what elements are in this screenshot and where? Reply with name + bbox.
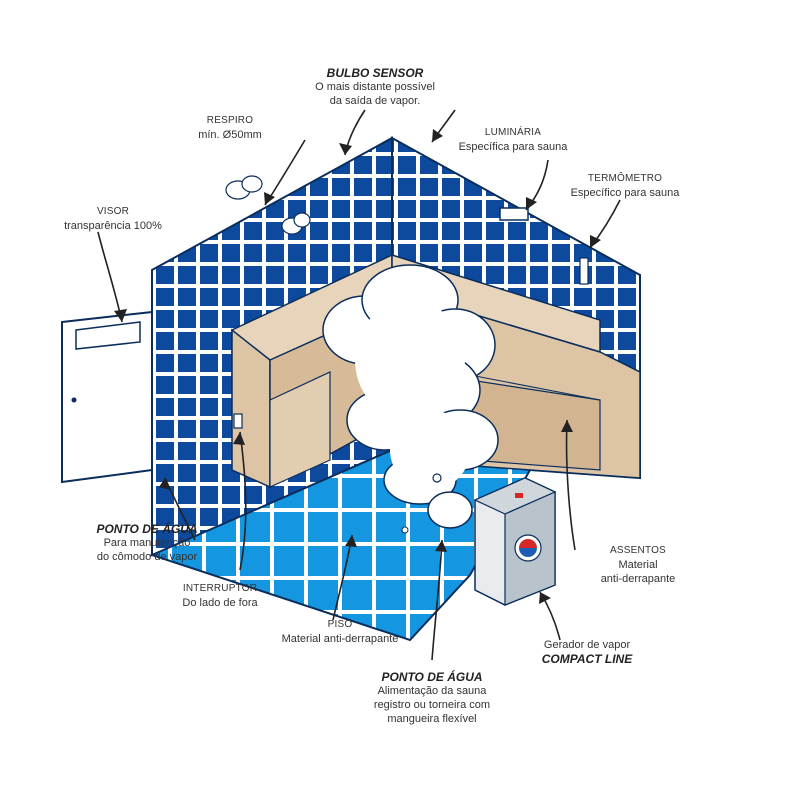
- leader-arrowheads: [114, 129, 601, 604]
- label-interruptor: INTERRUPTOR Do lado de fora: [160, 582, 280, 610]
- label-assentos: ASSENTOS Material anti-derrapante: [588, 544, 688, 586]
- bulbo-sensor-line1: O mais distante possível: [315, 81, 435, 93]
- termometro-title: TERMÔMETRO: [587, 173, 663, 184]
- respiro-title: RESPIRO: [206, 115, 254, 126]
- respiro-puff-icon: [225, 175, 311, 235]
- assentos-title: ASSENTOS: [610, 545, 666, 556]
- luminaria-line1: Específica para sauna: [458, 141, 568, 153]
- piso-line1: Material anti-derrapante: [281, 633, 399, 645]
- piso-title: PISO: [327, 619, 353, 630]
- label-respiro: RESPIRO mín. Ø50mm: [175, 114, 285, 142]
- ponto-agua-2-line2: registro ou torneira com: [373, 699, 491, 711]
- switch-icon: [233, 413, 243, 429]
- assentos-line2: anti-derrapante: [600, 573, 676, 585]
- ponto-agua-1-line1: Para manutenção: [103, 537, 191, 549]
- light-fixture-icon: [499, 207, 529, 221]
- water-point-icon: [401, 526, 409, 534]
- interruptor-title: INTERRUPTOR: [182, 583, 258, 594]
- respiro-line1: mín. Ø50mm: [198, 129, 262, 141]
- ponto-agua-1-title: PONTO DE ÁGUA: [96, 522, 198, 536]
- label-visor: VISOR transparência 100%: [48, 205, 178, 233]
- visor-line1: transparência 100%: [64, 220, 162, 232]
- termometro-line1: Específico para sauna: [570, 187, 680, 199]
- label-luminaria: LUMINÁRIA Específica para sauna: [448, 126, 578, 154]
- luminaria-title: LUMINÁRIA: [484, 127, 542, 138]
- visor-title: VISOR: [96, 206, 130, 217]
- bulbo-sensor-line2: da saída de vapor.: [329, 95, 421, 107]
- label-gerador-vapor: Gerador de vapor COMPACT LINE: [522, 638, 652, 666]
- assentos-line1: Material: [618, 559, 658, 571]
- label-bulbo-sensor: BULBO SENSOR O mais distante possível da…: [300, 66, 450, 108]
- water-outlet-icon: [432, 473, 442, 483]
- interruptor-line1: Do lado de fora: [182, 597, 258, 609]
- gerador-line1: Gerador de vapor: [543, 639, 631, 651]
- thermometer-icon: [579, 257, 589, 285]
- label-ponto-agua-manutencao: PONTO DE ÁGUA Para manutenção do cômodo …: [72, 522, 222, 564]
- label-piso: PISO Material anti-derrapante: [270, 618, 410, 646]
- ponto-agua-2-line1: Alimentação da sauna: [377, 685, 487, 697]
- ponto-agua-1-line2: do cômodo de vapor: [96, 551, 198, 563]
- ponto-agua-2-line3: mangueira flexível: [387, 713, 477, 725]
- door: [61, 310, 153, 484]
- steam-generator: [473, 477, 557, 606]
- steam-cloud-fill: [355, 300, 470, 490]
- ponto-agua-2-title: PONTO DE ÁGUA: [381, 670, 483, 684]
- label-ponto-agua-alimentacao: PONTO DE ÁGUA Alimentação da sauna regis…: [352, 670, 512, 726]
- label-termometro: TERMÔMETRO Específico para sauna: [560, 172, 690, 200]
- gerador-title: COMPACT LINE: [541, 652, 633, 666]
- bulbo-sensor-title: BULBO SENSOR: [326, 66, 424, 80]
